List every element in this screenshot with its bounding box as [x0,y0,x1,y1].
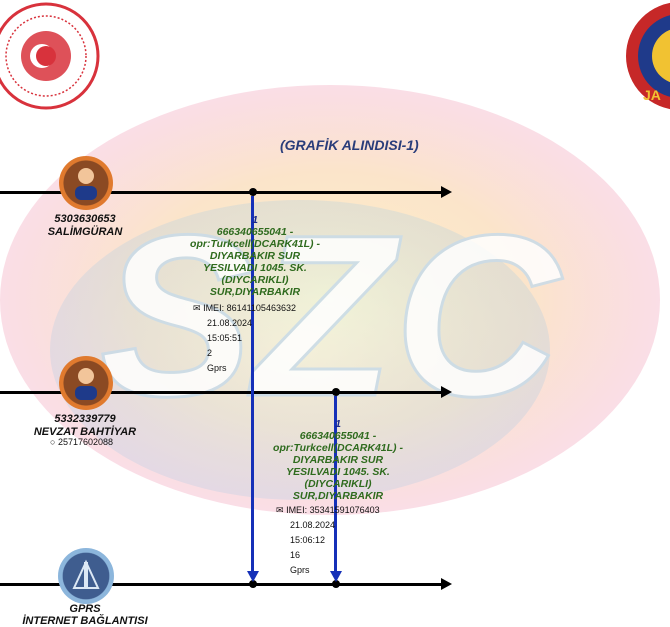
circle-icon: ○ [50,437,56,447]
lane-1-arrowhead [441,186,452,198]
event-2-address1: DIYARBAKIR SUR [292,454,384,466]
timeline-lane-1 [0,191,443,194]
event-1-details[interactable]: 1 666340655041 - opr:Turkcell(DCARK41L) … [170,214,340,298]
lane-1-number: 5303630653 [54,213,116,225]
timeline-lane-3 [0,583,443,586]
lane-2-number: 5332339779 [54,413,116,425]
lane-3-event-dot [332,580,340,588]
event-1-address1: DIYARBAKIR SUR [209,250,301,262]
page-title: (GRAFİK ALINDISI-1) [280,137,419,153]
event-1-address3: (DIYCARIKLI) [221,274,289,286]
event-2-count: 16 [290,550,301,560]
lane-2-person: NEVZAT BAHTİYAR [33,426,137,438]
lane-3-arrowhead [441,578,452,590]
event-2-details[interactable]: 1 666340655041 - opr:Turkcell(DCARK41L) … [253,418,423,502]
envelope-icon: ✉ [193,303,201,313]
event-2-date: 21.08.2024 [290,520,336,530]
event-1-connector [251,196,254,572]
person-icon[interactable] [59,156,113,210]
event-2-type: Gprs [290,565,310,575]
event-2-time: 15:06:12 [290,535,326,545]
lane-1-event-dot [249,188,257,196]
antenna-icon[interactable] [58,548,114,604]
lane-2-arrowhead [441,386,452,398]
event-2-index: 1 [335,418,341,430]
event-1-address2: YESILVADI 1045. SK. [203,262,307,274]
event-2-address2: YESILVADI 1045. SK. [286,466,390,478]
event-2-imei: IMEI: 35341591076403 [286,505,380,515]
event-2-address4: SUR,DIYARBAKIR [292,490,384,502]
event-1-number: 666340655041 - [216,226,294,238]
event-1-imei: IMEI: 86141105463632 [203,303,296,313]
lane-1-person: SALİMGÜRAN [47,226,123,238]
watermark-text: SZC [100,187,563,444]
event-1-meta: ✉ IMEI: 86141105463632 21.08.2024 15:05:… [193,301,296,376]
gendarmerie-seal-logo: JA [626,2,670,110]
event-1-type: Gprs [207,363,227,373]
lane-2-event-dot [332,388,340,396]
event-1-index: 1 [252,214,258,226]
person-icon[interactable] [59,356,113,410]
lane-2-id-row: ○ 25717602088 [50,437,113,447]
event-1-operator: opr:Turkcell(DCARK41L) - [190,238,320,250]
event-2-connector [334,396,337,572]
lane-3-name: GPRS [69,603,101,615]
lane-3-event-dot [249,580,257,588]
envelope-icon: ✉ [276,505,284,515]
event-1-date: 21.08.2024 [207,318,253,328]
event-1-address4: SUR,DIYARBAKIR [209,286,301,298]
event-1-arrowhead [247,571,259,582]
event-1-time: 15:05:51 [207,333,243,343]
event-2-meta: ✉ IMEI: 35341591076403 21.08.2024 15:06:… [276,503,380,578]
event-2-arrowhead [330,571,342,582]
event-2-operator: opr:Turkcell(DCARK41L) - [273,442,403,454]
event-2-address3: (DIYCARIKLI) [304,478,372,490]
svg-text:JA: JA [643,87,661,103]
lane-3-subtitle: İNTERNET BAĞLANTISI [22,615,148,627]
event-1-count: 2 [207,348,213,358]
timeline-lane-2 [0,391,443,394]
event-2-number: 666340655041 - [299,430,377,442]
ministry-seal-logo [0,2,100,110]
lane-2-id: 25717602088 [57,437,114,447]
